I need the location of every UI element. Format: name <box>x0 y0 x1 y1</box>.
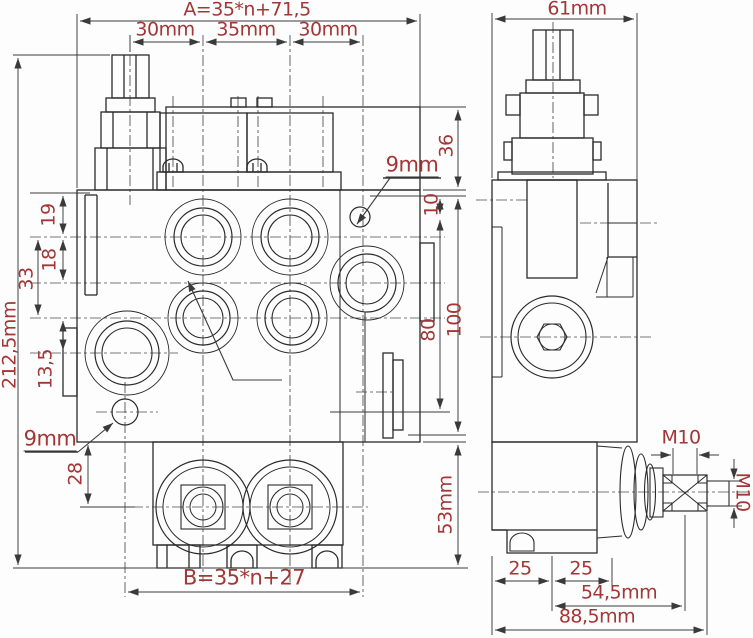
dim-segment-35: 35mm <box>216 18 276 41</box>
dim-18: 18 <box>38 248 61 272</box>
dim-segment-30-left: 30mm <box>135 18 195 41</box>
dim-overall-height: 212,5mm <box>0 301 21 389</box>
dim-hole-top-9mm: 9mm <box>385 152 439 178</box>
dimension-lines <box>13 13 742 635</box>
dim-28: 28 <box>64 462 87 486</box>
dim-25-left: 25 <box>508 557 532 580</box>
dim-bottom-width-formula: B=35*n+27 <box>182 565 306 590</box>
front-view <box>62 54 435 569</box>
mounting-hole-bottom <box>111 398 139 426</box>
side-view <box>491 29 730 554</box>
dim-54-5: 54,5mm <box>580 581 658 604</box>
dim-80: 80 <box>417 318 440 342</box>
dim-19: 19 <box>37 203 60 227</box>
dim-thread-side-m10: M10 <box>731 472 753 512</box>
dim-10: 10 <box>420 193 443 217</box>
dim-33: 33 <box>15 267 38 291</box>
dim-side-width: 61mm <box>547 0 607 20</box>
dim-53: 53mm <box>434 475 457 535</box>
dim-segment-30-right: 30mm <box>298 18 358 41</box>
dim-36: 36 <box>435 134 458 158</box>
front-view-ports <box>84 198 405 555</box>
dim-13-5: 13,5 <box>34 348 57 390</box>
dim-88-5: 88,5mm <box>558 605 636 628</box>
centerlines <box>30 22 748 597</box>
dim-100: 100 <box>443 302 466 338</box>
dim-overall-width-formula: A=35*n+71,5 <box>183 0 311 21</box>
mounting-hole-top <box>349 206 371 228</box>
dim-25-right: 25 <box>569 557 593 580</box>
dim-thread-top-m10: M10 <box>661 426 701 449</box>
dim-hole-bottom-9mm: 9mm <box>23 426 77 452</box>
